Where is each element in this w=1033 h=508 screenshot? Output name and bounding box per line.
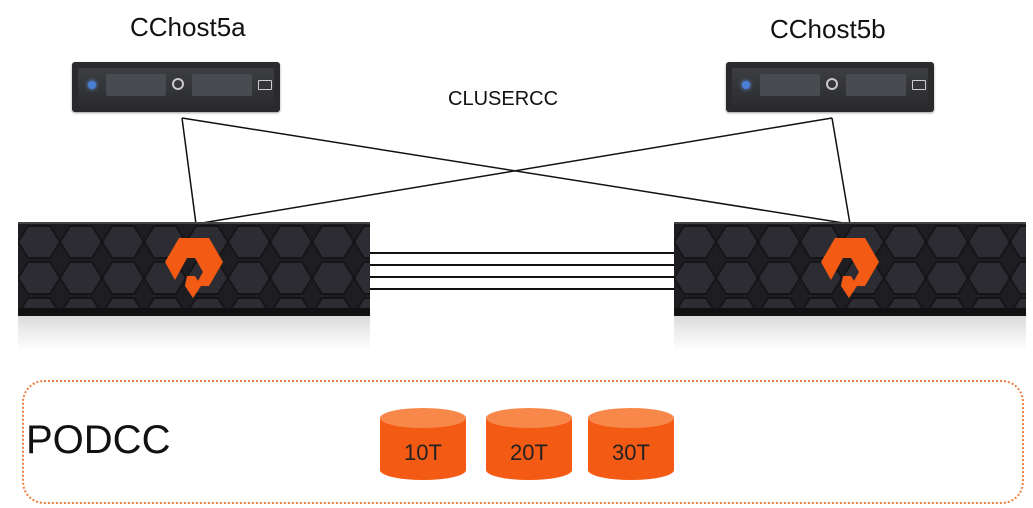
- volume-cylinder-icon[interactable]: 10T: [380, 408, 466, 480]
- host-label-b: CChost5b: [770, 14, 886, 44]
- array-reflection: [674, 316, 1026, 350]
- array-reflection: [18, 316, 370, 350]
- volume-cylinder-icon[interactable]: 20T: [486, 408, 572, 480]
- flash-array-icon[interactable]: [674, 222, 1026, 316]
- flash-array-icon[interactable]: [18, 222, 370, 316]
- pure-storage-logo-icon: [821, 238, 879, 298]
- hex-pattern: [18, 224, 370, 316]
- pod-label: PODCC: [26, 418, 171, 462]
- server-icon[interactable]: [726, 62, 934, 112]
- volume-cylinder-icon[interactable]: 30T: [588, 408, 674, 480]
- pure-storage-logo-icon: [165, 238, 223, 298]
- host-b-to-array-a-link: [195, 117, 833, 225]
- host-label-a: CChost5a: [130, 12, 246, 42]
- host-a-to-array-a-link: [181, 117, 197, 225]
- server-icon[interactable]: [72, 62, 280, 112]
- volume-label: 20T: [510, 440, 548, 465]
- volume-label: 30T: [612, 440, 650, 465]
- host-b-to-array-b-link: [831, 117, 851, 225]
- volume-label: 10T: [404, 440, 442, 465]
- pod-container[interactable]: [22, 380, 1024, 504]
- cluster-label: CLUSERCC: [448, 88, 559, 110]
